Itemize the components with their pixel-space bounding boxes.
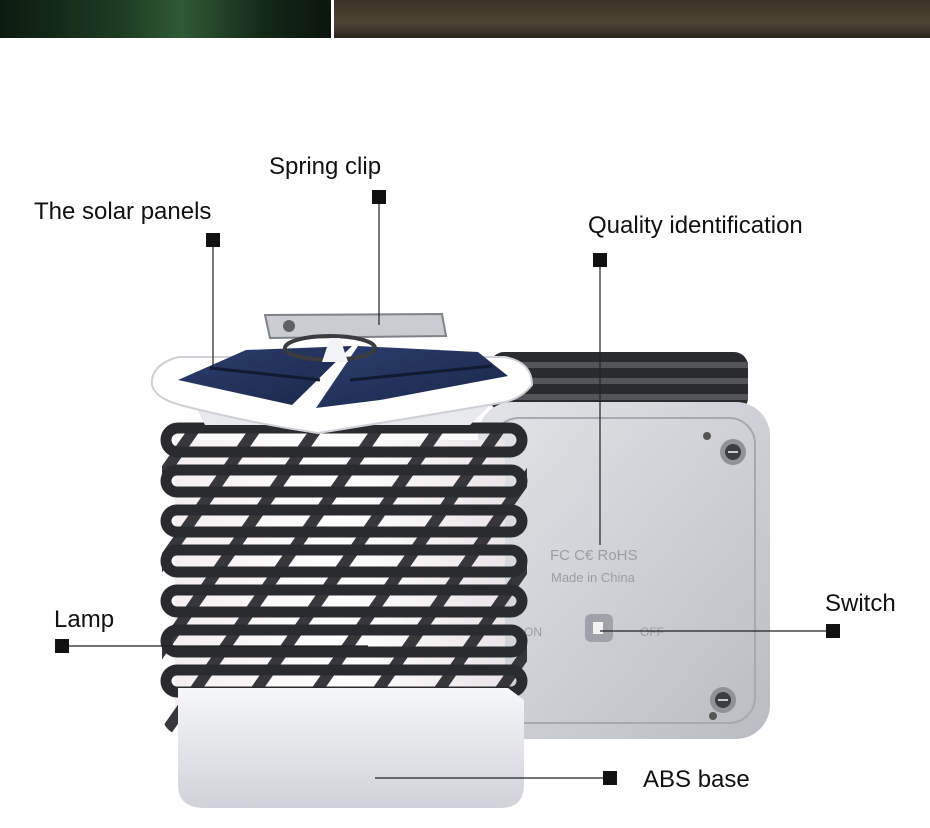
rear-lamp: FC C€ RoHS Made in China ON OFF (478, 352, 770, 739)
top-banner-photo-left (0, 0, 331, 38)
callout-abs-base: ABS base (643, 766, 750, 793)
callout-leaders (62, 197, 833, 779)
callout-solar-panels: The solar panels (34, 198, 212, 225)
spring-clip (263, 312, 448, 362)
callout-switch: Switch (825, 590, 896, 617)
screw-icon (710, 687, 736, 713)
callout-quality-identification: Quality identification (588, 212, 803, 239)
certification-marks: FC C€ RoHS (550, 547, 638, 564)
power-switch[interactable] (593, 622, 603, 634)
switch-off-text: OFF (640, 625, 664, 639)
switch-on-text: ON (524, 625, 542, 639)
callout-lamp: Lamp (54, 606, 115, 633)
callout-markers (55, 190, 840, 785)
top-banner-photo-right (334, 0, 930, 38)
front-lamp (150, 312, 534, 808)
origin-text: Made in China (551, 570, 636, 585)
screw-icon (720, 439, 746, 465)
callout-spring-clip: Spring clip (269, 153, 382, 180)
